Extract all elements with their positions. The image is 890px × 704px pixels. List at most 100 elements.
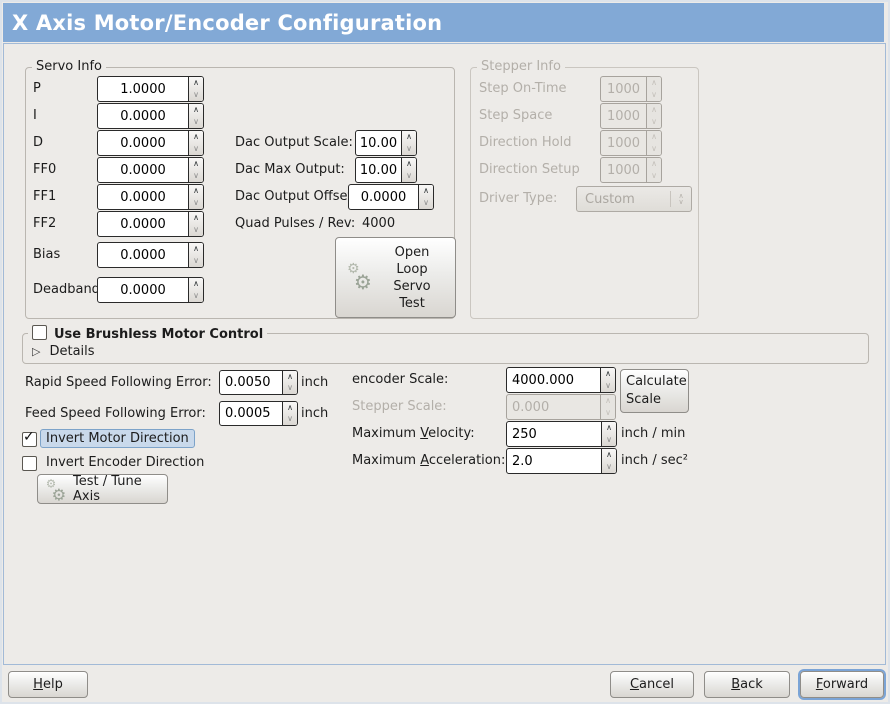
spin-down-icon[interactable]: ∨ bbox=[287, 383, 293, 393]
test-tune-axis-button[interactable]: ⚙ ⚙ Test / Tune Axis bbox=[37, 474, 168, 505]
ff1-input-spinner[interactable]: ∧∨ bbox=[188, 185, 203, 209]
rapid-following-error-input[interactable]: 0.0050 bbox=[225, 375, 271, 390]
spin-up-icon[interactable]: ∧ bbox=[651, 78, 657, 87]
page-title: X Axis Motor/Encoder Configuration bbox=[12, 10, 443, 35]
spin-down-icon[interactable]: ∨ bbox=[605, 381, 611, 390]
p-input-spinner[interactable]: ∧∨ bbox=[188, 77, 203, 101]
encoder-scale-input[interactable]: 4000.000 bbox=[512, 372, 575, 388]
help-button[interactable]: Help bbox=[8, 671, 88, 698]
open-loop-servo-test-button[interactable]: ⚙ ⚙ Open Loop Servo Test bbox=[335, 237, 456, 318]
dac-output-offset-input-spinner[interactable]: ∧∨ bbox=[418, 185, 433, 209]
spin-down-icon[interactable]: ∨ bbox=[605, 408, 611, 417]
deadband-input[interactable]: 0.0000 bbox=[120, 282, 166, 298]
ff2-input[interactable]: 0.0000 bbox=[120, 216, 166, 232]
spin-up-icon[interactable]: ∧ bbox=[605, 396, 611, 405]
direction-hold-input-spinner[interactable]: ∧∨ bbox=[646, 131, 661, 155]
spin-down-icon[interactable]: ∨ bbox=[651, 144, 657, 153]
driver-type-select[interactable]: Custom ∧ ∨ bbox=[576, 186, 692, 212]
spin-up-icon[interactable]: ∧ bbox=[193, 244, 199, 253]
spin-down-icon[interactable]: ∨ bbox=[651, 171, 657, 180]
ff0-input[interactable]: 0.0000 bbox=[120, 162, 166, 178]
step-on-time-input[interactable]: 1000 bbox=[606, 81, 641, 97]
spin-down-icon[interactable]: ∨ bbox=[193, 144, 199, 153]
spin-down-icon[interactable]: ∨ bbox=[193, 171, 199, 180]
d-input-spinner[interactable]: ∧∨ bbox=[188, 131, 203, 155]
bias-input-spinner[interactable]: ∧∨ bbox=[188, 243, 203, 267]
spin-down-icon[interactable]: ∨ bbox=[406, 171, 412, 180]
dac-output-scale-input[interactable]: 10.00 bbox=[359, 135, 398, 151]
dac-max-output-input[interactable]: 10.00 bbox=[359, 162, 398, 178]
spin-down-icon[interactable]: ∨ bbox=[651, 117, 657, 126]
spin-up-icon[interactable]: ∧ bbox=[193, 105, 199, 114]
feed-following-error-input[interactable]: 0.0005 bbox=[225, 406, 271, 421]
use-brushless-checkbox[interactable] bbox=[32, 325, 47, 340]
spin-up-icon[interactable]: ∧ bbox=[651, 159, 657, 168]
spin-up-icon[interactable]: ∧ bbox=[606, 423, 612, 432]
spin-down-icon[interactable]: ∨ bbox=[193, 291, 199, 300]
spin-up-icon[interactable]: ∧ bbox=[193, 213, 199, 222]
spin-down-icon[interactable]: ∨ bbox=[193, 117, 199, 126]
dac-output-offset-input[interactable]: 0.0000 bbox=[360, 189, 407, 205]
spin-up-icon[interactable]: ∧ bbox=[193, 78, 199, 87]
maximum-acceleration-input-spinner[interactable]: ∧∨ bbox=[601, 449, 616, 473]
direction-setup-input-spinner[interactable]: ∧∨ bbox=[646, 158, 661, 182]
spin-up-icon[interactable]: ∧ bbox=[605, 369, 611, 378]
spin-up-icon[interactable]: ∧ bbox=[406, 132, 412, 141]
ff1-input[interactable]: 0.0000 bbox=[120, 189, 166, 205]
spin-up-icon[interactable]: ∧ bbox=[606, 450, 612, 459]
spin-up-icon[interactable]: ∧ bbox=[193, 132, 199, 141]
spin-up-icon[interactable]: ∧ bbox=[193, 279, 199, 288]
step-space-input-spinner[interactable]: ∧∨ bbox=[646, 104, 661, 128]
stepper-scale-input[interactable]: 0.000 bbox=[512, 399, 550, 415]
spin-up-icon[interactable]: ∧ bbox=[406, 159, 412, 168]
i-input-spinner[interactable]: ∧∨ bbox=[188, 104, 203, 128]
direction-hold-input[interactable]: 1000 bbox=[606, 135, 641, 151]
spin-up-icon[interactable]: ∧ bbox=[193, 186, 199, 195]
spin-up-icon[interactable]: ∧ bbox=[193, 159, 199, 168]
spin-up-icon[interactable]: ∧ bbox=[287, 371, 293, 381]
details-expander[interactable]: ▷ Details bbox=[32, 343, 95, 360]
invert-encoder-checkbox[interactable] bbox=[22, 456, 37, 471]
feed-following-error-input-spinner[interactable]: ∧∨ bbox=[282, 402, 297, 425]
maximum-velocity-input-spinner[interactable]: ∧∨ bbox=[601, 422, 616, 446]
spin-up-icon[interactable]: ∧ bbox=[651, 132, 657, 141]
back-button[interactable]: Back bbox=[704, 671, 790, 698]
spin-down-icon[interactable]: ∨ bbox=[287, 414, 293, 424]
bias-input[interactable]: 0.0000 bbox=[120, 247, 166, 263]
stepper-scale-input-spinner[interactable]: ∧∨ bbox=[600, 395, 615, 419]
dac-max-output-input-spinner[interactable]: ∧∨ bbox=[401, 158, 416, 182]
spin-up-icon[interactable]: ∧ bbox=[423, 186, 429, 195]
servo-info-title: Servo Info bbox=[32, 59, 106, 74]
ff0-input-spinner[interactable]: ∧∨ bbox=[188, 158, 203, 182]
spin-down-icon[interactable]: ∨ bbox=[193, 90, 199, 99]
maximum-acceleration-input[interactable]: 2.0 bbox=[512, 453, 533, 469]
forward-button[interactable]: Forward bbox=[800, 671, 884, 698]
spin-down-icon[interactable]: ∨ bbox=[423, 198, 429, 207]
spin-down-icon[interactable]: ∨ bbox=[606, 435, 612, 444]
step-on-time-input-spinner[interactable]: ∧∨ bbox=[646, 77, 661, 101]
spin-down-icon[interactable]: ∨ bbox=[193, 256, 199, 265]
invert-motor-checkbox[interactable]: ✓ bbox=[22, 429, 37, 447]
deadband-input-spinner[interactable]: ∧∨ bbox=[188, 278, 203, 302]
p-input[interactable]: 1.0000 bbox=[120, 81, 166, 97]
spin-down-icon[interactable]: ∨ bbox=[193, 225, 199, 234]
invert-motor-label[interactable]: Invert Motor Direction bbox=[40, 429, 195, 448]
maximum-acceleration-label: Maximum Acceleration: bbox=[352, 453, 506, 468]
spin-down-icon[interactable]: ∨ bbox=[651, 90, 657, 99]
encoder-scale-input-spinner[interactable]: ∧∨ bbox=[600, 368, 615, 392]
spin-up-icon[interactable]: ∧ bbox=[651, 105, 657, 114]
maximum-velocity-input[interactable]: 250 bbox=[512, 426, 537, 442]
step-space-input[interactable]: 1000 bbox=[606, 108, 641, 124]
spin-down-icon[interactable]: ∨ bbox=[406, 144, 412, 153]
d-input[interactable]: 0.0000 bbox=[120, 135, 166, 151]
rapid-following-error-input-spinner[interactable]: ∧∨ bbox=[282, 371, 297, 394]
spin-down-icon[interactable]: ∨ bbox=[193, 198, 199, 207]
spin-up-icon[interactable]: ∧ bbox=[287, 402, 293, 412]
dac-output-scale-input-spinner[interactable]: ∧∨ bbox=[401, 131, 416, 155]
cancel-button[interactable]: Cancel bbox=[610, 671, 694, 698]
i-input[interactable]: 0.0000 bbox=[120, 108, 166, 124]
ff2-input-spinner[interactable]: ∧∨ bbox=[188, 212, 203, 236]
calculate-scale-button[interactable]: Calculate Scale bbox=[620, 369, 689, 413]
direction-setup-input[interactable]: 1000 bbox=[606, 162, 641, 178]
spin-down-icon[interactable]: ∨ bbox=[606, 462, 612, 471]
